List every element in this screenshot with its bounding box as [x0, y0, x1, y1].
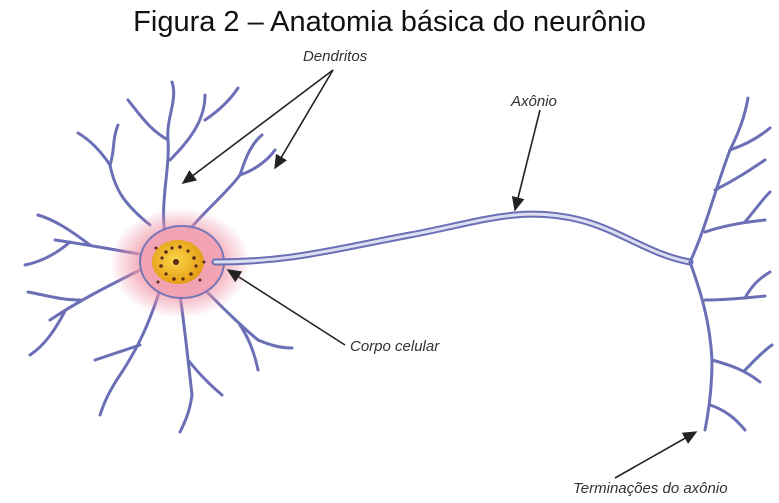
label-cell-body: Corpo celular [350, 338, 439, 355]
axon [215, 214, 690, 262]
label-arrows [183, 70, 696, 478]
label-dendrites: Dendritos [303, 48, 367, 65]
label-axon-terminals: Terminações do axônio [573, 480, 728, 497]
axon-terminals [690, 98, 772, 430]
label-axon: Axônio [511, 93, 557, 110]
